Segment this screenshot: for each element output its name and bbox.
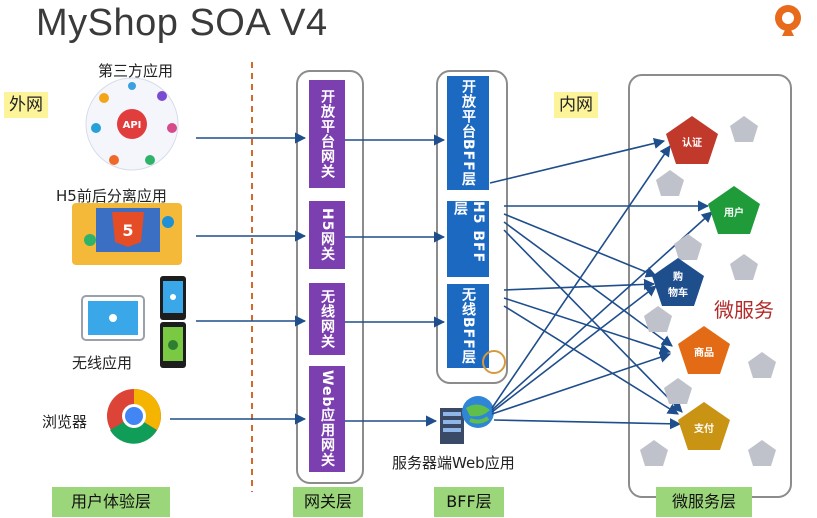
svg-text:API: API: [123, 120, 142, 131]
gateway-web-app[interactable]: Web应用网关: [309, 366, 345, 472]
ms-user-label: 用户: [723, 206, 744, 219]
ms-product: 商品: [678, 326, 730, 374]
ms-payment-label: 支付: [693, 422, 714, 435]
tablet-icon: [81, 295, 145, 341]
gateway-wireless[interactable]: 无线网关: [309, 283, 345, 355]
android-phone-icon: [160, 322, 186, 368]
gateway-h5[interactable]: H5网关: [309, 201, 345, 269]
mouse-cursor-icon: [482, 350, 506, 374]
gateway-web-app-label: Web应用网关: [319, 370, 335, 468]
client-third-party-label: 第三方应用: [98, 62, 174, 80]
bff-open-platform[interactable]: 开放平台BFF层: [447, 76, 489, 190]
layer-microservice-label: 微服务层: [656, 487, 752, 517]
gateway-open-platform-label: 开放平台网关: [319, 89, 335, 179]
brand-logo-icon: [775, 5, 801, 36]
bff-h5-label: H5 BFF层: [452, 201, 486, 264]
placeholder-services: [640, 116, 776, 466]
bff-open-platform-label: 开放平台BFF层: [460, 79, 476, 187]
layer-gateway-label: 网关层: [293, 487, 363, 517]
client-browser-label: 浏览器: [42, 413, 88, 431]
ms-cart: 购 物车: [652, 258, 704, 306]
zone-outer-tag: 外网: [4, 92, 48, 118]
html5-app-icon: 5: [72, 203, 182, 265]
ms-cart-label-2: 物车: [668, 286, 688, 299]
ms-auth: 认证: [666, 116, 718, 164]
layer-bff-label: BFF层: [434, 487, 504, 517]
gateway-h5-label: H5网关: [319, 208, 335, 262]
layer-ux-label: 用户体验层: [52, 487, 170, 517]
chrome-browser-icon: [107, 389, 161, 444]
web-server-icon: [440, 396, 494, 444]
svg-text:5: 5: [122, 221, 133, 240]
ms-cart-label-1: 购: [673, 270, 683, 283]
ios-phone-icon: [160, 276, 186, 320]
ms-auth-label: 认证: [682, 136, 702, 149]
api-cluster-icon: API: [85, 77, 179, 171]
page-title: MyShop SOA V4: [36, 2, 328, 44]
ms-product-label: 商品: [694, 346, 714, 359]
bff-h5[interactable]: H5 BFF层: [447, 201, 489, 277]
microservices-label: 微服务: [714, 298, 774, 322]
bff-wireless-label: 无线BFF层: [460, 287, 476, 365]
zone-inner-tag: 内网: [554, 92, 598, 118]
client-h5-label: H5前后分离应用: [56, 187, 167, 205]
ms-payment: 支付: [678, 402, 730, 450]
gateway-wireless-label: 无线网关: [319, 289, 335, 349]
server-web-app-label: 服务器端Web应用: [392, 454, 515, 472]
ms-user: 用户: [708, 186, 760, 234]
client-wireless-label: 无线应用: [72, 354, 133, 372]
gateway-open-platform[interactable]: 开放平台网关: [309, 80, 345, 188]
gateway-group: [296, 70, 364, 484]
bff-group: [436, 70, 508, 384]
bff-wireless[interactable]: 无线BFF层: [447, 284, 489, 368]
